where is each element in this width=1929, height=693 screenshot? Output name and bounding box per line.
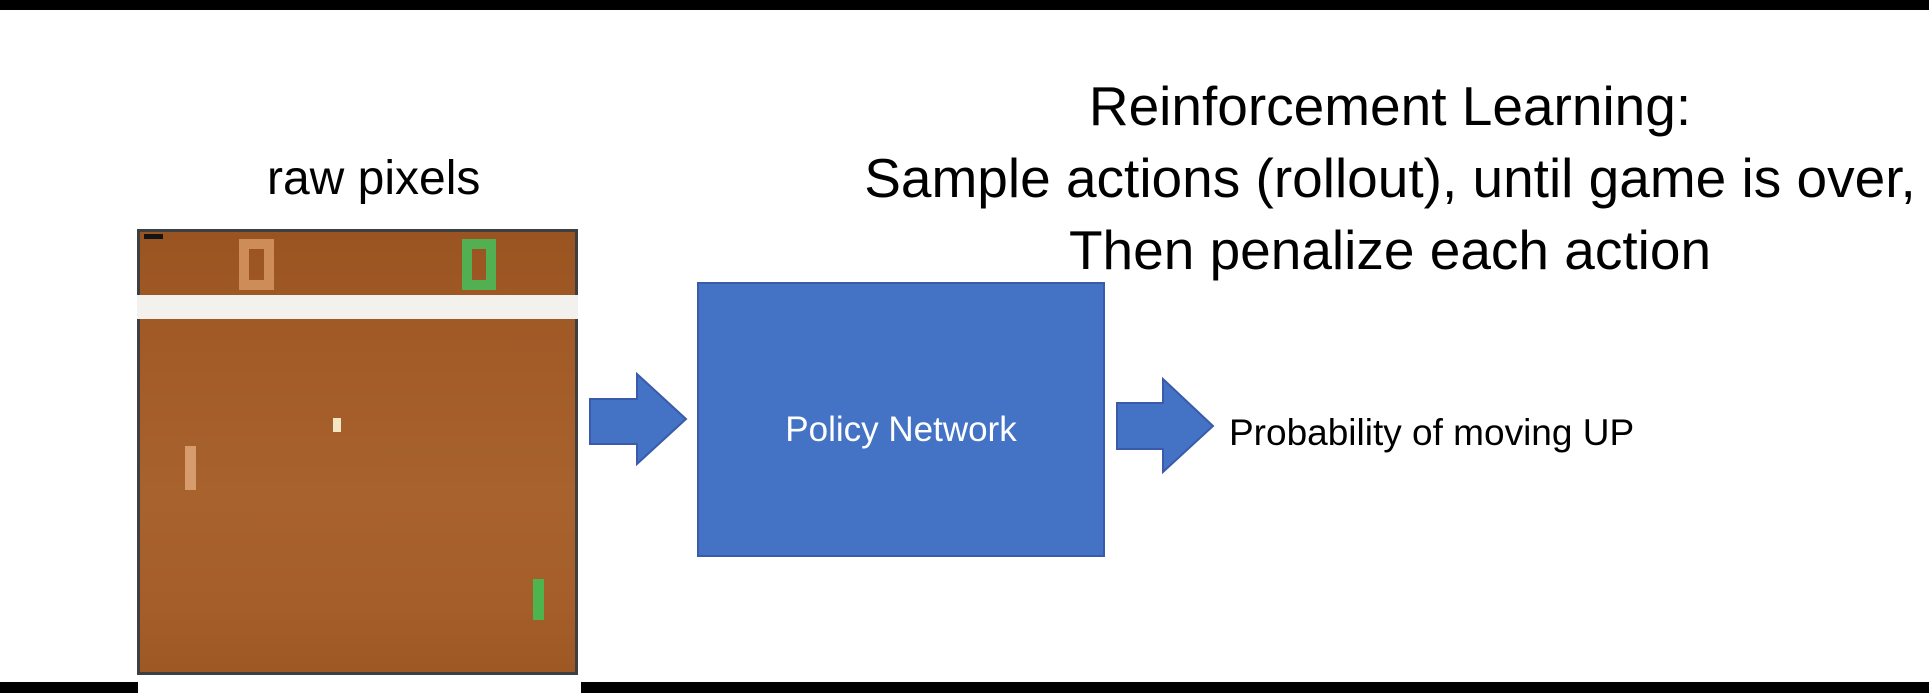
title-line-3: Then penalize each action [1068, 219, 1712, 281]
title-line-2: Sample actions (rollout), until game is … [864, 147, 1916, 209]
player-paddle [533, 579, 544, 620]
probability-output-label: Probability of moving UP [1229, 412, 1635, 453]
raw-pixels-caption: raw pixels [267, 152, 481, 205]
pong-game-screenshot [137, 229, 578, 675]
title-line-1: Reinforcement Learning: [1088, 75, 1692, 137]
policy-network-label: Policy Network [785, 409, 1017, 449]
top-black-bar [0, 0, 1929, 10]
score-right-zero [462, 239, 496, 290]
output-arrow-icon [1116, 376, 1215, 475]
score-left-zero [239, 239, 274, 290]
pong-ball [333, 418, 341, 432]
bottom-black-bar-right [581, 682, 1929, 693]
frame-corner-mark [144, 234, 163, 239]
slide-title: Reinforcement Learning: Sample actions (… [820, 70, 1929, 286]
bottom-black-bar-left [0, 682, 138, 693]
court-top-line [137, 295, 578, 319]
policy-network-box: Policy Network [697, 282, 1105, 557]
opponent-paddle [185, 446, 196, 490]
input-arrow-icon [589, 371, 688, 467]
